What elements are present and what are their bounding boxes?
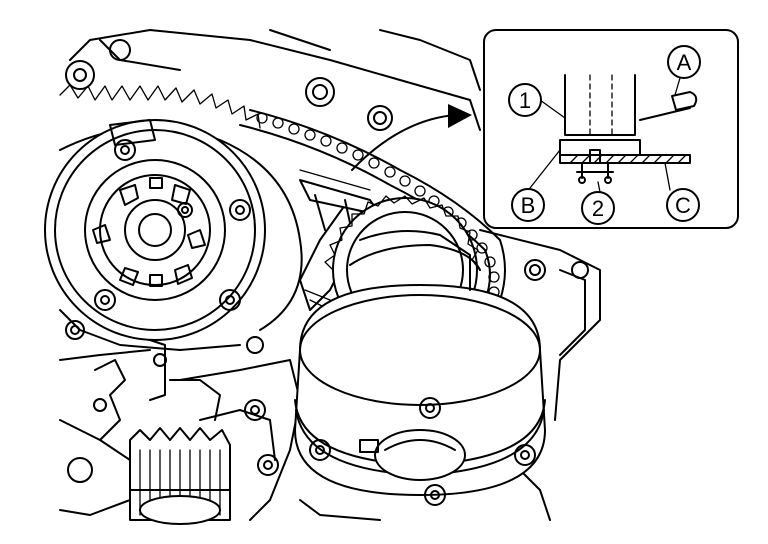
callout-b: B [511,188,545,222]
inset-frame [483,29,739,229]
callout-2-text: 2 [592,196,604,221]
pump-gear [129,427,231,525]
inset-link [559,74,691,184]
callout-1-text: 1 [519,88,531,113]
callout-a: A [667,45,701,79]
detail-arrow [351,104,472,171]
callout-c-text: C [675,193,691,218]
engine-block [59,29,601,521]
crank-sprocket [44,84,303,341]
vvt-actuator [294,230,546,506]
hatch [569,154,687,164]
callout-b-text: B [521,193,536,218]
callout-a-text: A [677,50,692,75]
callout-1: 1 [508,83,542,117]
callout-2: 2 [581,191,615,225]
callout-c: C [666,188,700,222]
detail-inset: 1 A B 2 C [483,29,739,229]
